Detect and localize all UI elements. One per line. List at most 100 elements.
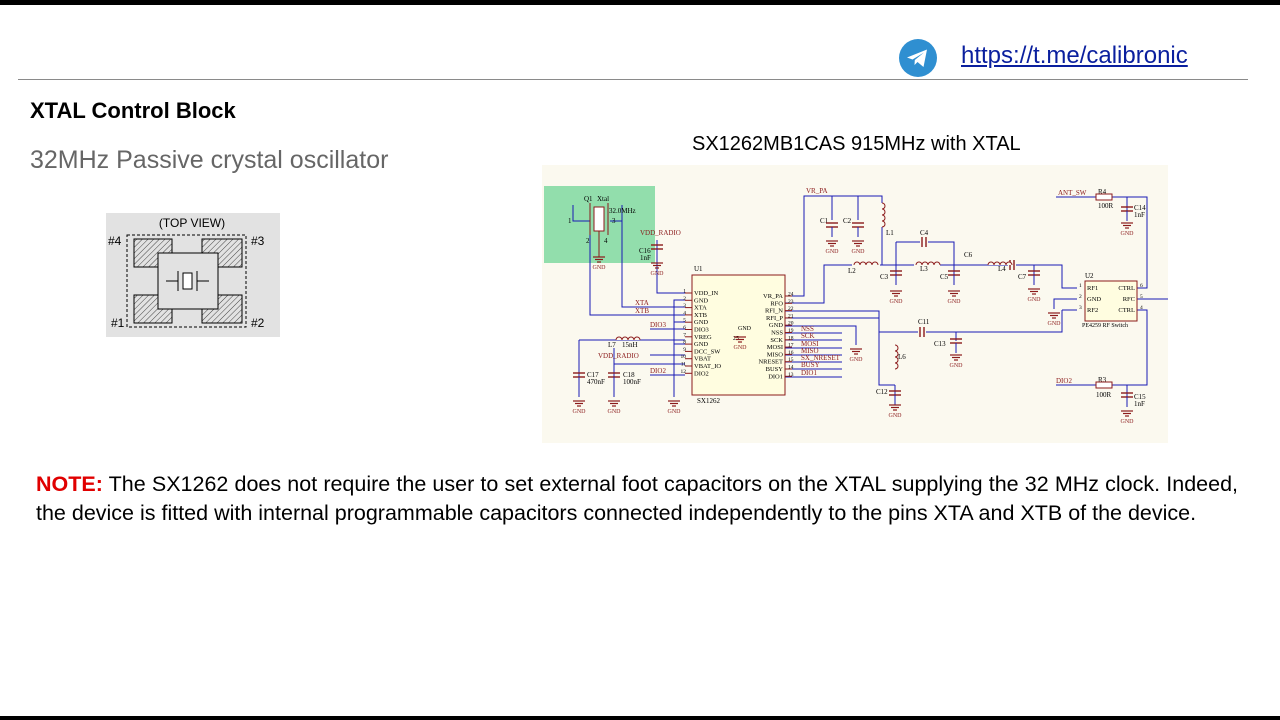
package-outline (126, 234, 247, 328)
u2-pin-num-left: 2 (1079, 294, 1082, 300)
capacitor-gap (920, 237, 928, 247)
r4-val: 100R (1098, 202, 1114, 210)
l2-ref: L2 (848, 267, 856, 275)
c18-ref: C18 (623, 371, 635, 379)
u2-pin-left-gnd: GND (1087, 296, 1101, 303)
u1-pin-left-vbat_io: VBAT_IO (694, 363, 721, 370)
u1-center-gnd: GND (738, 326, 752, 332)
u2-pin-num-right: 4 (1140, 305, 1143, 311)
net-vdd-radio-2: VDD_RADIO (598, 352, 639, 360)
xtal-pin4: 4 (604, 237, 608, 245)
u1-pin-num-right: 22 (788, 306, 794, 312)
c16-ref: C16 (639, 247, 651, 255)
u1-pin-num-right: 19 (788, 328, 794, 334)
u1-pin-left-gnd: GND (694, 341, 708, 348)
c18-val: 100nF (623, 378, 641, 386)
u1-pin-right-busy: BUSY (766, 366, 784, 373)
ground-label: GND (826, 249, 840, 255)
u1-pin-num-left: 5 (683, 318, 686, 324)
u1-pin-num-left: 4 (683, 310, 686, 316)
u1-pin-num-right: 20 (788, 321, 794, 327)
c17-val: 470nF (587, 378, 605, 386)
inductor-coil (894, 344, 899, 370)
c1-ref: C1 (820, 217, 829, 225)
telegram-link[interactable]: https://t.me/calibronic (961, 42, 1188, 69)
u1-pin-right-miso: MISO (767, 351, 784, 358)
u1-pin-num-left: 11 (681, 362, 687, 368)
schematic-labels: Q1 Xtal 32.0MHz 1 2 3 4 U1 SX1262 U2 PE4… (568, 187, 1146, 408)
c7-ref: C7 (1018, 273, 1027, 281)
xtal-ref: Q1 (584, 195, 593, 203)
l7-ref: L7 (608, 341, 616, 349)
net-sck: SCK (801, 332, 815, 340)
r4-ref: R4 (1098, 188, 1107, 196)
u2-body (1084, 280, 1138, 322)
ground-label: GND (852, 249, 866, 255)
slide-subtitle: 32MHz Passive crystal oscillator (30, 146, 389, 174)
u1-pin-right-rfi_n: RFI_N (765, 308, 783, 315)
net-busy: BUSY (801, 361, 820, 369)
pad-4 (133, 238, 173, 268)
u1-pin-right-mosi: MOSI (767, 344, 783, 351)
c4-ref: C4 (920, 229, 929, 237)
u2-pin-left-rf2: RF2 (1087, 307, 1098, 314)
u1-pin-num-left: 2 (683, 296, 686, 302)
u1-pin-num-left: 3 (683, 303, 686, 309)
xtal-pin2: 2 (586, 237, 590, 245)
u1-part: SX1262 (697, 397, 720, 405)
u1-pin-left-dio2: DIO2 (694, 370, 709, 377)
ground-label: GND (734, 345, 748, 351)
u2-pin-num-right: 5 (1140, 294, 1143, 300)
resistor-r3 (1095, 381, 1113, 389)
l1-ref: L1 (886, 229, 894, 237)
u2-pin-right-ctrl: CTRL (1118, 285, 1135, 292)
u2-pin-left-rf1: RF1 (1087, 285, 1098, 292)
c11-ref: C11 (918, 318, 930, 326)
u2-pin-right-ctrl: CTRL (1118, 307, 1135, 314)
u1-pin-num-right: 18 (788, 335, 794, 341)
pin-label-2: #2 (251, 316, 265, 330)
net-xta: XTA (635, 299, 649, 307)
net-dio2-right: DIO2 (1056, 377, 1072, 385)
schematic-diagram: Q1 Xtal 32.0MHz 1 2 3 4 U1 SX1262 U2 PE4… (542, 165, 1168, 443)
u1-pin-left-gnd: GND (694, 319, 708, 326)
u1-pin-right-dio1: DIO1 (768, 373, 783, 380)
net-miso: MISO (801, 347, 819, 355)
ground-label: GND (1048, 321, 1062, 327)
ground-label: GND (950, 363, 964, 369)
l4-ref: L4 (998, 265, 1006, 273)
telegram-icon[interactable] (898, 38, 938, 78)
ground-label: GND (1028, 297, 1042, 303)
u1-pin-right-nss: NSS (771, 330, 783, 337)
u1-pin-num-left: 12 (681, 369, 687, 375)
u1-pin-right-rfi_p: RFI_P (766, 315, 783, 322)
net-dio1: DIO1 (801, 369, 817, 377)
xtal-name: Xtal (597, 195, 609, 203)
pad-2 (201, 294, 243, 324)
capacitor-gap (918, 327, 926, 337)
ground-label: GND (850, 357, 864, 363)
net-vdd-radio: VDD_RADIO (640, 229, 681, 237)
top-border (0, 0, 1280, 5)
c2-ref: C2 (843, 217, 852, 225)
u1-pin-num-left: 10 (681, 354, 687, 360)
u1-pin-num-left: 9 (683, 347, 686, 353)
net-nss: NSS (801, 325, 814, 333)
crystal-package-diagram: (TOP VIEW) #4 #3 #1 #2 (106, 213, 280, 337)
l3-ref: L3 (920, 265, 928, 273)
net-sx-nreset: SX_NRESET (801, 354, 841, 362)
inductor-coil (987, 261, 1013, 266)
ground-label: GND (1121, 231, 1135, 237)
u1-pin-num-left: 7 (683, 332, 686, 338)
ground-label: GND (1121, 419, 1135, 425)
u1-pin-right-vr_pa: VR_PA (763, 293, 783, 300)
c12-ref: C12 (876, 388, 888, 396)
ground-label: GND (668, 409, 682, 415)
u1-body (691, 274, 786, 396)
net-mosi: MOSI (801, 340, 819, 348)
u1-pin-num-left: 1 (683, 289, 686, 295)
u1-pin-num-right: 23 (788, 299, 794, 305)
note-text: The SX1262 does not require the user to … (36, 472, 1238, 525)
c3-ref: C3 (880, 273, 889, 281)
u1-pin-right-nreset: NRESET (758, 359, 783, 366)
